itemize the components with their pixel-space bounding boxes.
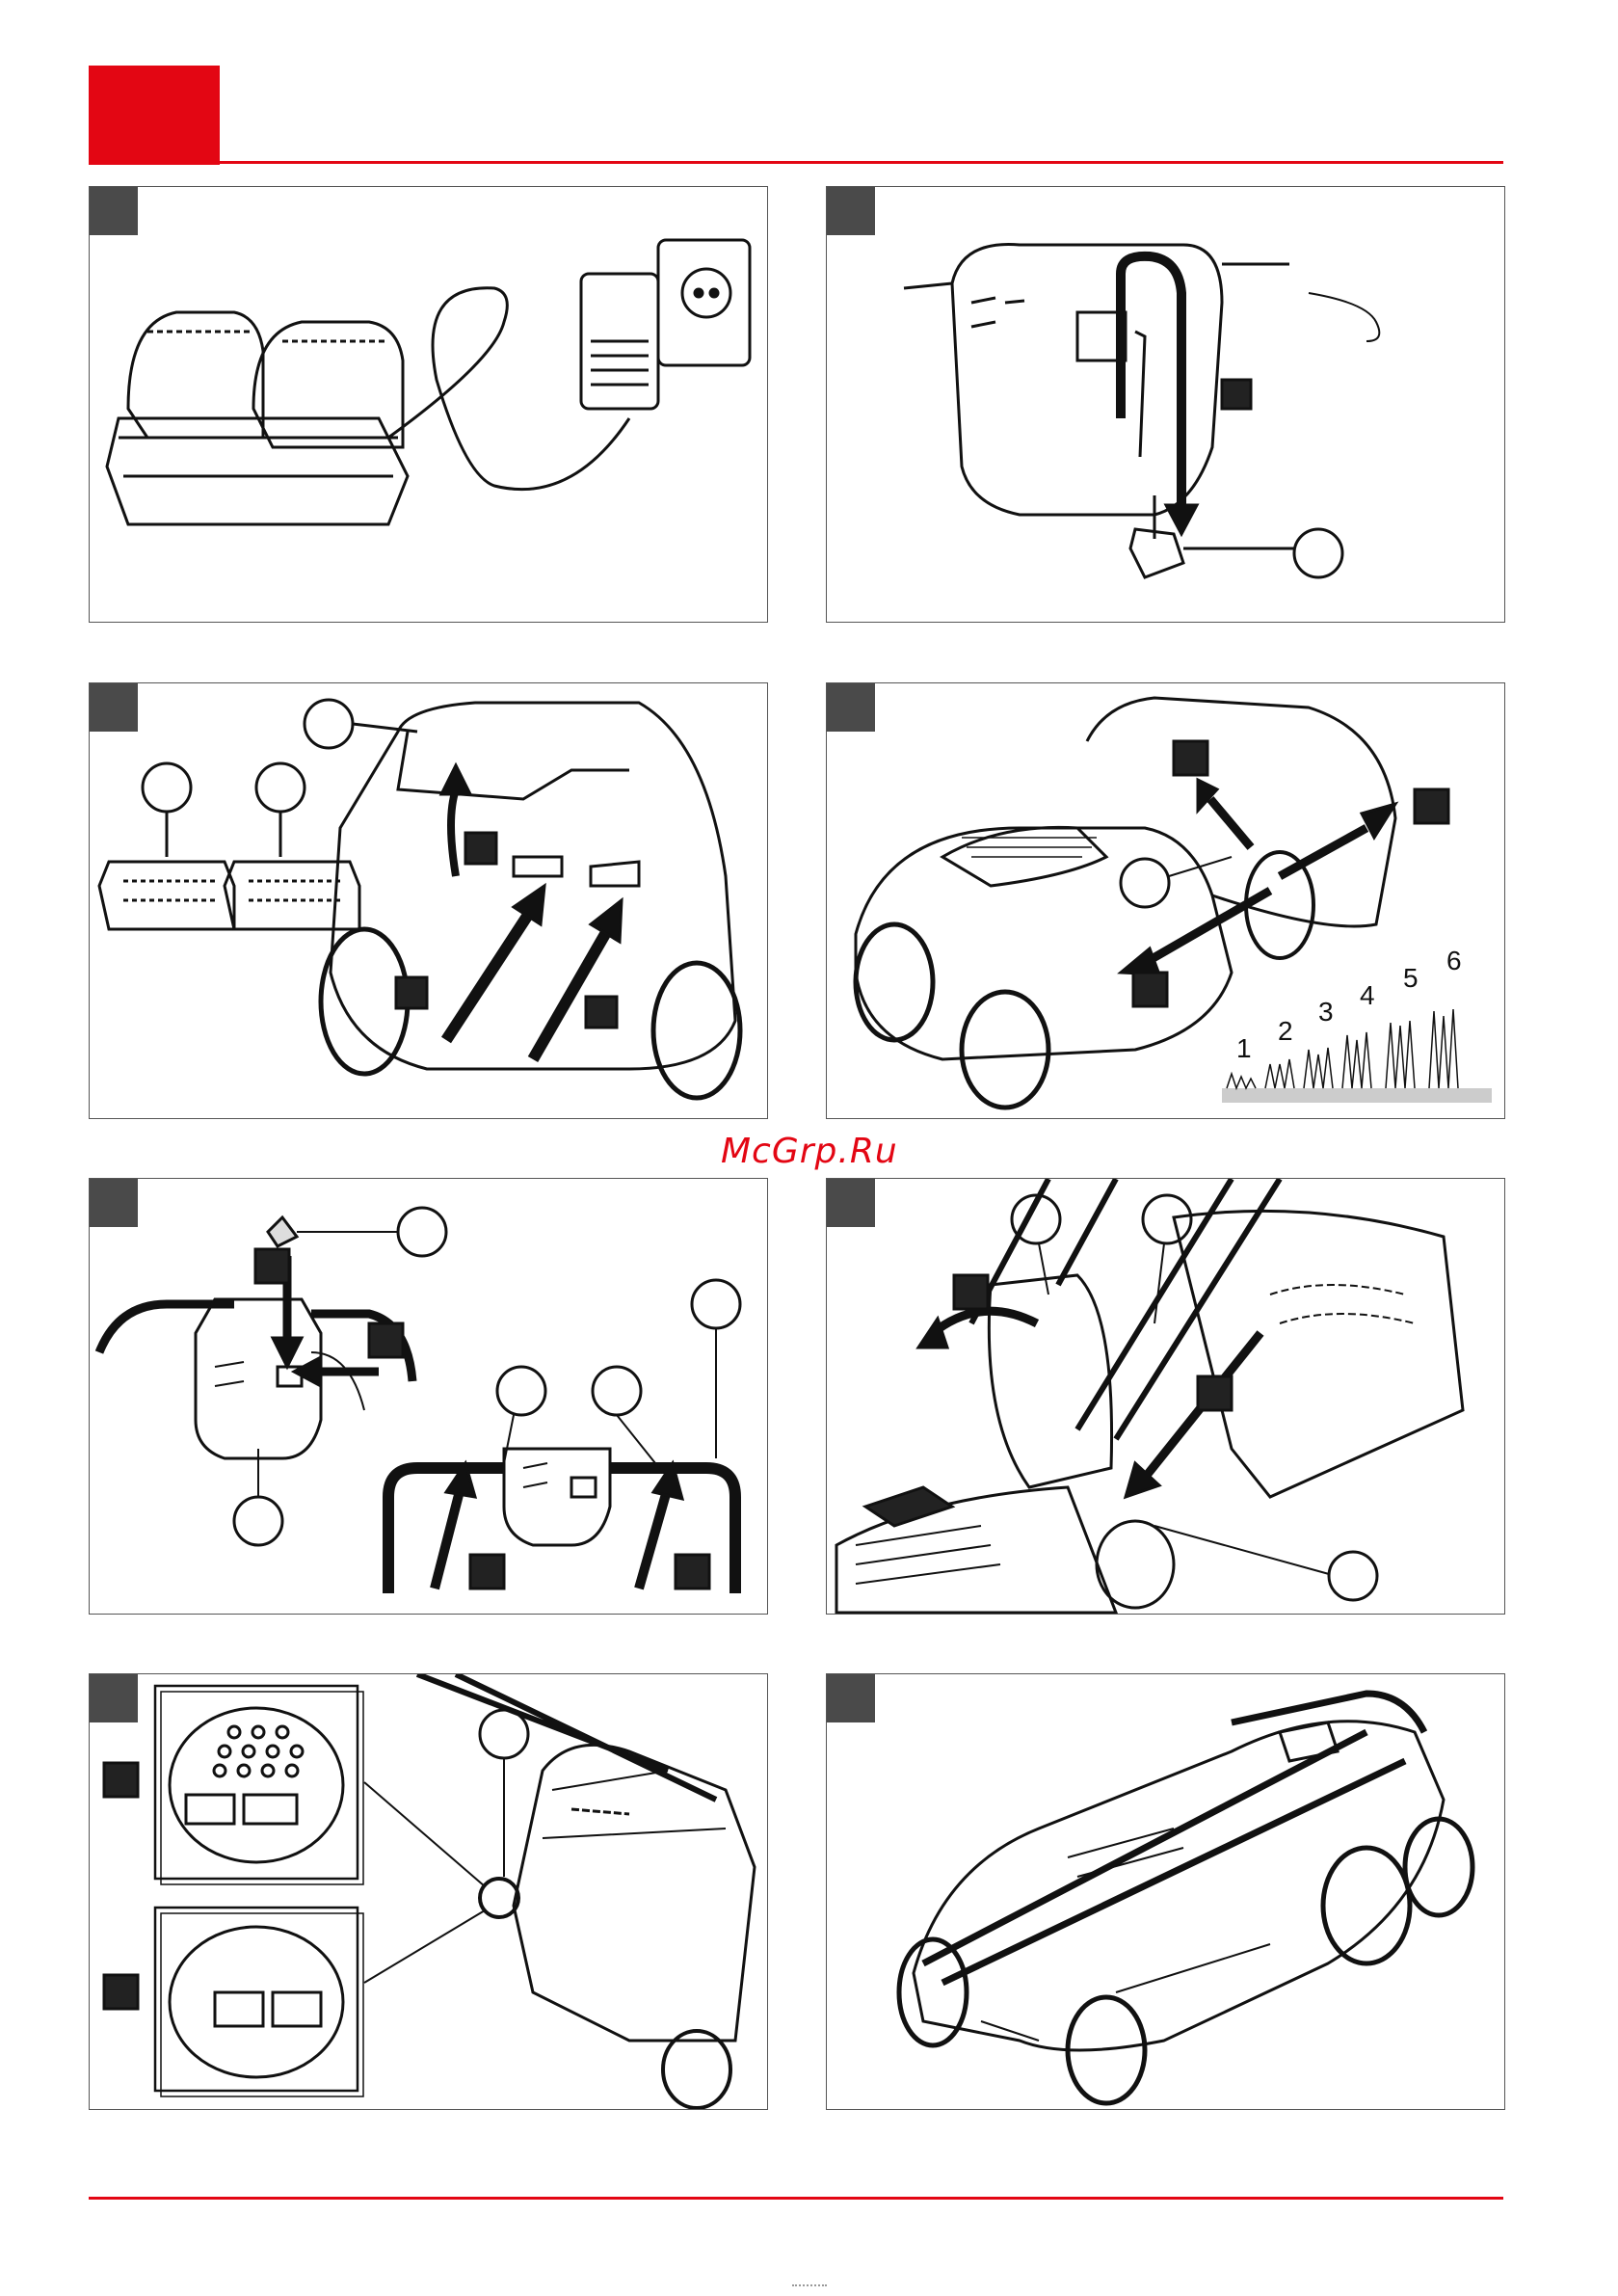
- grass-box-indicator-panel: [89, 1673, 768, 2110]
- cutting-height-step-1: 1: [1236, 1033, 1252, 1064]
- folded-mower-panel: [826, 1673, 1505, 2110]
- footer-mark: [792, 2284, 827, 2292]
- cutting-height-step-4: 4: [1360, 980, 1375, 1011]
- charger-illustration: [90, 187, 768, 623]
- battery-insert-illustration: [90, 683, 768, 1119]
- cutting-height-step-3: 3: [1318, 997, 1334, 1028]
- grass-box-panel: [826, 1178, 1505, 1615]
- folded-mower-illustration: [827, 1674, 1505, 2110]
- safety-key-illustration: [827, 187, 1505, 623]
- cutting-height-step-5: 5: [1403, 963, 1419, 994]
- footer-rule: [89, 2197, 1503, 2200]
- safety-key-panel: [826, 186, 1505, 623]
- cutting-height-step-6: 6: [1446, 946, 1462, 976]
- grass-box-illustration: [827, 1179, 1505, 1615]
- charger-panel: [89, 186, 768, 623]
- grass-box-indicator-illustration: [90, 1674, 768, 2110]
- battery-insert-panel: [89, 682, 768, 1119]
- section-color-block: [89, 66, 220, 165]
- cutting-height-step-2: 2: [1278, 1016, 1293, 1047]
- height-adjust-panel: 1 2 3 4 5 6: [826, 682, 1505, 1119]
- watermark-text: McGrp.Ru: [721, 1132, 898, 1171]
- header-rule: [89, 161, 1503, 164]
- handle-assembly-panel: [89, 1178, 768, 1615]
- height-adjust-illustration: [827, 683, 1505, 1119]
- handle-assembly-illustration: [90, 1179, 768, 1615]
